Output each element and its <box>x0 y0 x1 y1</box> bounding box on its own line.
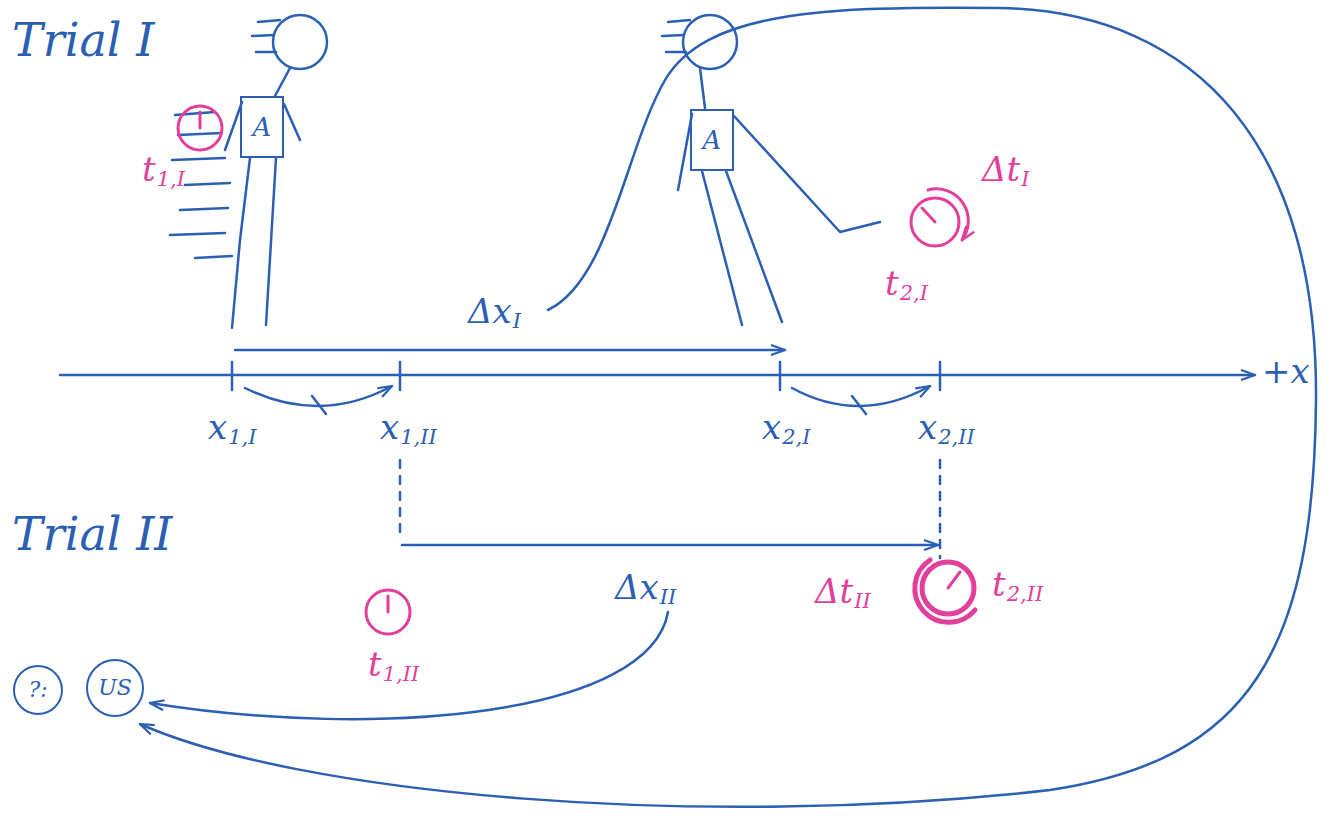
subscript-label: II <box>854 589 871 613</box>
clocks <box>178 106 975 634</box>
handwritten-label: x <box>762 408 781 447</box>
runner-head <box>683 15 737 69</box>
subscript-label: 1,I <box>157 167 185 191</box>
runner-head <box>273 15 327 69</box>
runner-neck <box>275 68 290 96</box>
elapsed-arrow <box>915 560 975 622</box>
circle-node: ?: <box>13 665 63 715</box>
clock-hand <box>199 112 202 128</box>
slash-mark <box>852 396 866 414</box>
subscript-label: II <box>660 585 677 609</box>
circle-node: US <box>86 659 144 717</box>
runner-neck <box>700 68 705 108</box>
subscript-label: 1,II <box>383 662 420 686</box>
axis-group <box>60 8 1316 807</box>
node-text: ?: <box>28 678 47 702</box>
clock <box>911 198 959 246</box>
speed-lines <box>662 20 690 52</box>
subscript-label: 2,II <box>1007 582 1044 606</box>
elapsed-arrow <box>928 189 968 240</box>
subscript-label: 2,II <box>938 425 975 449</box>
slash-mark <box>312 396 326 414</box>
x-axis <box>60 374 1255 377</box>
clock <box>922 562 974 614</box>
handwritten-label: Δt <box>982 150 1020 189</box>
handwritten-label: x <box>380 408 399 447</box>
handwritten-label: x <box>918 408 937 447</box>
node-text: US <box>98 676 132 700</box>
subscript-label: 1,I <box>228 425 256 449</box>
clock-hand <box>948 572 960 588</box>
clock-hand <box>387 596 390 612</box>
shirt-box: A <box>240 96 284 158</box>
runner-legs <box>232 158 276 328</box>
handwritten-label: Trial I <box>12 14 154 67</box>
shirt-box: A <box>690 109 734 171</box>
clock <box>366 590 410 634</box>
handwritten-label: Δx <box>615 568 659 607</box>
handwritten-label: t <box>142 150 156 189</box>
leader-arrow <box>140 8 1316 807</box>
clock <box>178 106 222 150</box>
subscript-label: I <box>513 309 521 333</box>
node-text: A <box>253 113 272 142</box>
speed-lines <box>252 20 280 52</box>
subscript-label: 2,I <box>900 281 928 305</box>
handwritten-label: Δt <box>815 572 853 611</box>
runner-arms <box>678 114 880 232</box>
runner-arms <box>225 102 300 150</box>
handwritten-label: Trial II <box>12 508 172 561</box>
displacement-arrow <box>402 544 938 547</box>
dashed-guide <box>400 460 940 558</box>
subscript-label: I <box>1021 167 1029 191</box>
handwritten-label: t <box>992 565 1006 604</box>
runner-legs <box>702 171 782 325</box>
subscript-label: 1,II <box>400 425 437 449</box>
handwritten-label: +x <box>1262 352 1310 391</box>
subscript-label: 2,I <box>782 425 810 449</box>
handwritten-label: Δx <box>468 292 512 331</box>
displacement-arrow <box>235 349 785 352</box>
shift-arrow <box>792 386 930 406</box>
handwritten-label: x <box>208 408 227 447</box>
clock-hand <box>922 208 935 222</box>
runner-two <box>662 15 880 325</box>
handwritten-label: t <box>885 264 899 303</box>
node-text: A <box>703 126 722 155</box>
handwritten-label: t <box>368 645 382 684</box>
runner-one <box>170 15 327 328</box>
leader-arrow <box>150 612 668 719</box>
tick-marks <box>232 362 940 390</box>
